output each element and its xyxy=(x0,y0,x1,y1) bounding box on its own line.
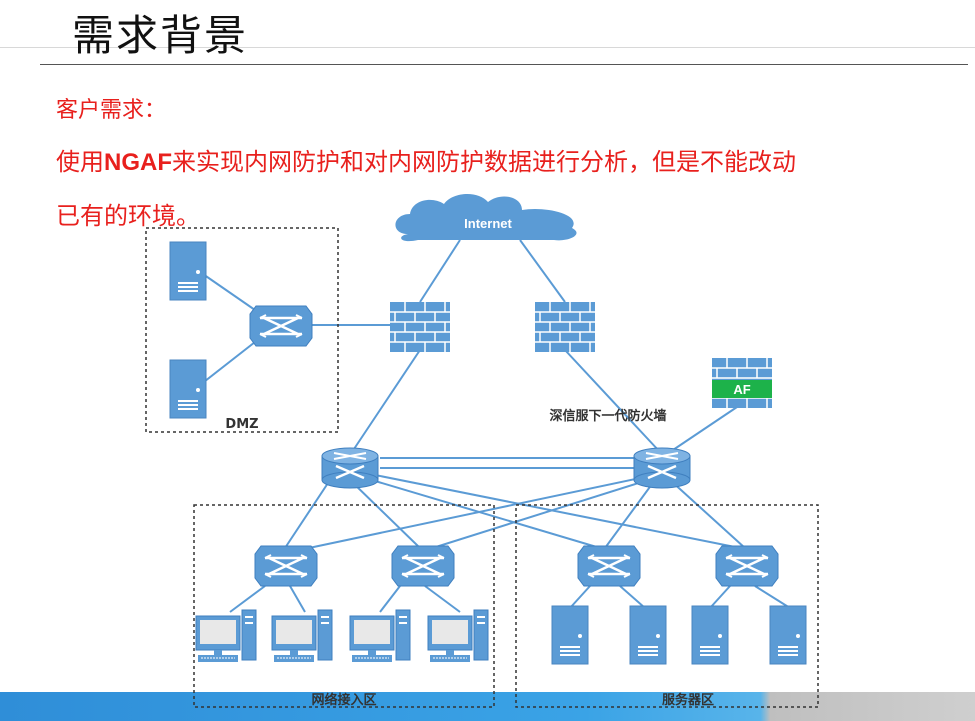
af-label: AF xyxy=(733,382,750,397)
server-zone xyxy=(515,504,819,708)
pc-4-icon xyxy=(427,609,489,663)
dmz-switch-icon xyxy=(248,304,314,348)
requirement-label: 客户需求： xyxy=(56,98,167,123)
access-zone xyxy=(193,504,495,708)
access-switch-1-icon xyxy=(253,544,319,588)
firewall-caption: 深信服下一代防火墙 xyxy=(549,408,666,424)
internet-cloud: Internet xyxy=(395,193,577,242)
server-switch-1-icon xyxy=(576,544,642,588)
cloud-label: Internet xyxy=(464,216,512,231)
dmz-zone xyxy=(145,227,339,433)
af-firewall-icon: AF xyxy=(712,358,772,408)
requirement-prefix: 使用 xyxy=(56,148,104,176)
requirement-text-line1: 使用NGAF来实现内网防护和对内网防护数据进行分析，但是不能改动 xyxy=(56,142,796,177)
requirement-brand: NGAF xyxy=(104,149,172,176)
header-divider-light xyxy=(0,47,975,48)
page-title: 需求背景 xyxy=(72,11,249,60)
firewall-left-icon xyxy=(389,301,451,353)
requirement-rest: 来实现内网防护和对内网防护数据进行分析，但是不能改动 xyxy=(172,148,796,176)
network-links xyxy=(199,239,791,613)
server-1-icon xyxy=(551,605,589,665)
dmz-label: DMZ xyxy=(225,417,258,432)
core-switch-left-icon xyxy=(320,446,380,490)
access-switch-2-icon xyxy=(390,544,456,588)
header-divider xyxy=(40,64,968,65)
pc-1-icon xyxy=(195,609,257,663)
dmz-server-bottom-icon xyxy=(169,359,207,419)
access-zone-label: 网络接入区 xyxy=(311,692,376,708)
dmz-server-top-icon xyxy=(169,241,207,301)
server-3-icon xyxy=(691,605,729,665)
firewall-right-icon xyxy=(534,301,596,353)
server-zone-label: 服务器区 xyxy=(662,692,714,708)
pc-3-icon xyxy=(349,609,411,663)
server-4-icon xyxy=(769,605,807,665)
core-switch-right-icon xyxy=(632,446,692,490)
server-switch-2-icon xyxy=(714,544,780,588)
footer-bar xyxy=(0,692,975,721)
requirement-text-line2: 已有的环境。 xyxy=(56,202,200,230)
server-2-icon xyxy=(629,605,667,665)
pc-2-icon xyxy=(271,609,333,663)
